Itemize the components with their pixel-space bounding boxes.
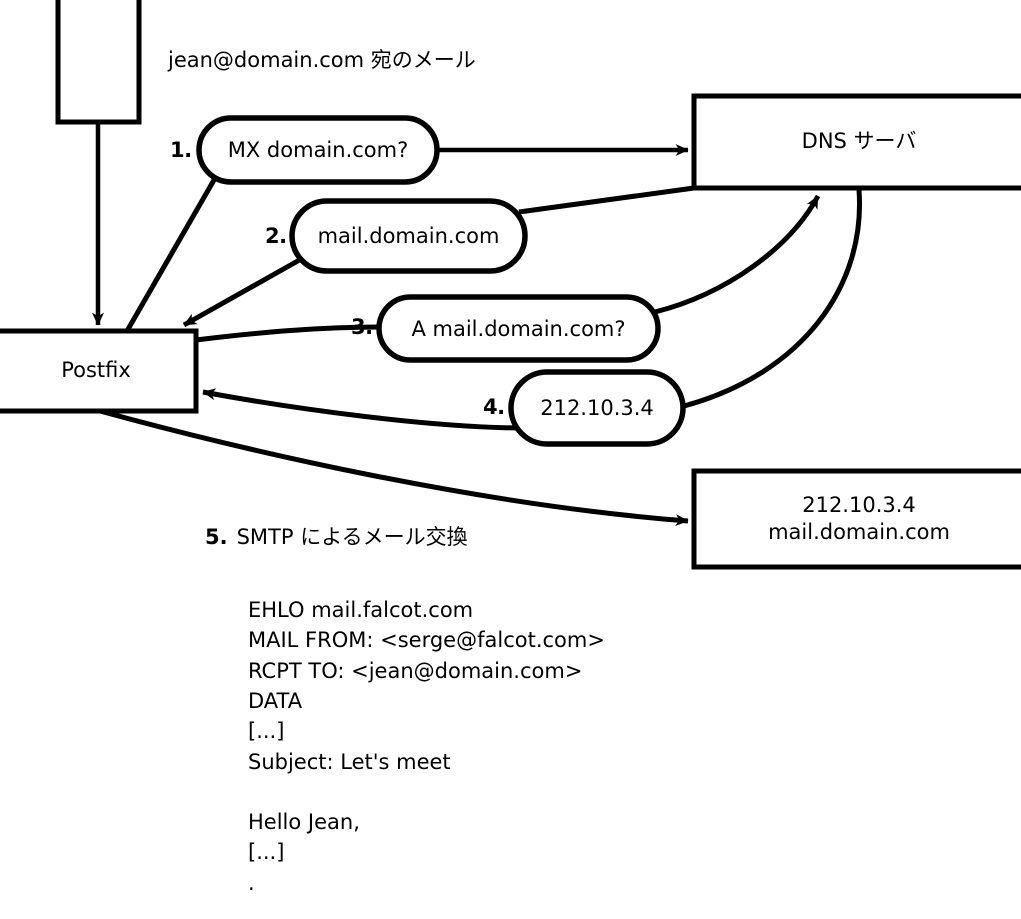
connector-step1-from-postfix (124, 178, 217, 333)
source-box-shape (55, 0, 142, 125)
connector-step2-from-dns (518, 185, 695, 215)
connector-step3-to-dns (654, 194, 821, 315)
transcript-line: EHLO mail.falcot.com (248, 598, 474, 622)
dns-box-shape (691, 93, 1021, 191)
step2-pill-shape (289, 198, 528, 274)
connector-step3-from-postfix (195, 324, 382, 343)
step-4-pill-label: 212.10.3.4 (540, 396, 654, 420)
step-5-caption: 5. SMTP によるメール交換 (205, 521, 468, 551)
transcript-line: Hello Jean, (248, 810, 360, 835)
step1-pill-shape (196, 115, 440, 185)
step-1-number: 1. (170, 138, 192, 162)
connector-step4-to-postfix (202, 388, 520, 431)
transcript-line: [...] (248, 840, 285, 865)
transcript-line: [...] (248, 719, 285, 744)
step-5-number: 5. (205, 525, 228, 549)
mail-server-ip-text: 212.10.3.4 (802, 492, 916, 517)
step3-pill-shape (376, 294, 661, 363)
mail-server-box-label: 212.10.3.4 mail.domain.com (694, 471, 1021, 567)
step-4-number: 4. (483, 395, 505, 419)
postfix-box-shape (0, 328, 199, 414)
transcript-line: RCPT TO: <jean@domain.com> (248, 658, 583, 683)
step-3-number: 3. (351, 315, 373, 339)
connector-step2-to-postfix (182, 255, 305, 328)
step-3-pill-label: A mail.domain.com? (411, 316, 626, 341)
dns-box-label: DNS サーバ (694, 96, 1021, 188)
step-1-pill-label: MX domain.com? (227, 138, 409, 162)
transcript-line: Subject: Let's meet (248, 749, 451, 774)
mail-server-box-shape (691, 468, 1021, 570)
dns-box-label-text: DNS サーバ (801, 129, 917, 154)
step4-pill-shape (508, 369, 686, 447)
transcript-blank-line (248, 777, 605, 807)
step-2-pill-label: mail.domain.com (317, 224, 500, 248)
transcript-line: DATA (248, 689, 303, 714)
connector-step5-smtp (99, 408, 689, 527)
transcript-line: . (248, 870, 255, 895)
page-title: jean@domain.com 宛のメール (168, 48, 476, 72)
step-2-number: 2. (265, 224, 287, 248)
transcript-line: MAIL FROM: <serge@falcot.com> (248, 628, 605, 653)
step-5-label: SMTP によるメール交換 (236, 525, 468, 549)
postfix-box-label-text: Postfix (61, 358, 131, 383)
mail-server-host-text: mail.domain.com (768, 520, 950, 544)
postfix-box-label: Postfix (0, 331, 196, 411)
connector-step4-from-dns (683, 189, 863, 409)
